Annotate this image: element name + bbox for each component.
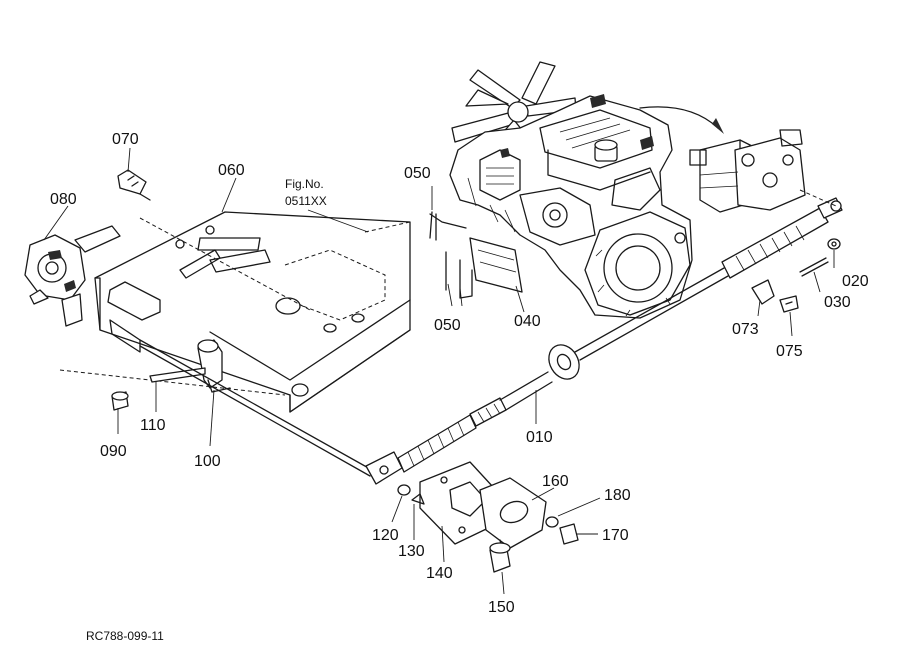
part-label-073: 073 xyxy=(732,321,759,338)
bolt-090 xyxy=(111,391,129,411)
part-label-075: 075 xyxy=(776,343,803,360)
part-label-030: 030 xyxy=(824,294,851,311)
cover-plate-060 xyxy=(94,211,411,413)
part-label-050-bottom: 050 xyxy=(434,317,461,334)
part-label-070: 070 xyxy=(112,131,139,148)
leader-lines xyxy=(43,147,835,595)
bolt-150 xyxy=(489,542,511,573)
shifter-bracket xyxy=(107,281,231,393)
figure-ref-line1: Fig.No. xyxy=(285,177,324,191)
part-label-160: 160 xyxy=(542,473,569,490)
bolt-170 xyxy=(559,523,579,545)
pin-030 xyxy=(799,257,829,277)
part-label-150: 150 xyxy=(488,599,515,616)
washer-120 xyxy=(397,484,411,496)
cable-010 xyxy=(139,197,843,485)
bracket-073 xyxy=(751,279,775,305)
injection-pump xyxy=(689,129,806,213)
bolt-075 xyxy=(779,295,799,313)
part-label-110: 110 xyxy=(140,417,166,434)
part-label-140: 140 xyxy=(426,565,453,582)
part-label-130: 130 xyxy=(398,543,425,560)
part-label-060: 060 xyxy=(218,162,245,179)
part-label-120: 120 xyxy=(372,527,399,544)
part-label-080: 080 xyxy=(50,191,77,208)
part-label-050-top: 050 xyxy=(404,165,431,182)
part-label-180: 180 xyxy=(604,487,631,504)
part-label-090: 090 xyxy=(100,443,127,460)
clip-050 xyxy=(429,211,473,299)
drawing-code: RC788-099-11 xyxy=(86,629,164,643)
washer-020 xyxy=(827,238,841,250)
curved-arrow-icon xyxy=(639,106,719,129)
figure-ref-line2: 0511XX xyxy=(285,194,327,208)
part-label-020: 020 xyxy=(842,273,869,290)
washer-180 xyxy=(545,516,559,528)
engine-assembly xyxy=(449,61,693,319)
part-label-170: 170 xyxy=(602,527,629,544)
solenoid-080 xyxy=(24,225,121,327)
part-label-010: 010 xyxy=(526,429,553,446)
part-label-040: 040 xyxy=(514,313,541,330)
clip-040 xyxy=(469,237,523,293)
switch-070 xyxy=(117,169,151,201)
pin-130 xyxy=(411,493,425,505)
part-label-100: 100 xyxy=(194,453,221,470)
